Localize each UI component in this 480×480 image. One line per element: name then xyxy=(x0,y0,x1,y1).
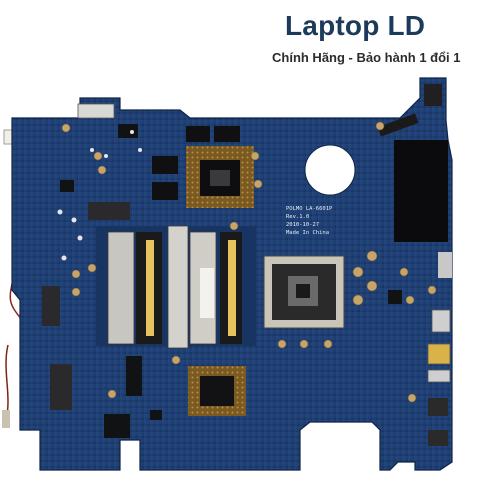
insulator-film xyxy=(394,140,448,242)
vram-chips xyxy=(152,126,240,200)
left-ports xyxy=(42,202,130,410)
right-ports xyxy=(427,252,452,446)
cpu-socket xyxy=(263,255,345,329)
silkscreen-label: POLMO LA-6601P Rev.1.0 2010-10-27 Made I… xyxy=(286,206,333,236)
silkscreen-line-1: POLMO LA-6601P xyxy=(286,206,333,212)
gpu-chip xyxy=(186,146,254,208)
silkscreen-line-2: Rev.1.0 xyxy=(286,214,309,220)
silkscreen-line-3: 2010-10-27 xyxy=(286,222,319,228)
small-ics xyxy=(60,124,402,438)
smd-components xyxy=(57,130,142,261)
mounting-cutout xyxy=(304,144,356,196)
capacitors xyxy=(61,121,437,403)
chipset xyxy=(188,366,246,416)
ram-slots xyxy=(96,225,256,349)
brand-title: Laptop LD xyxy=(285,10,426,41)
brand-subtitle: Chính Hãng - Bảo hành 1 đổi 1 xyxy=(272,50,461,65)
top-connector xyxy=(77,103,115,119)
silkscreen-line-4: Made In China xyxy=(286,230,329,236)
